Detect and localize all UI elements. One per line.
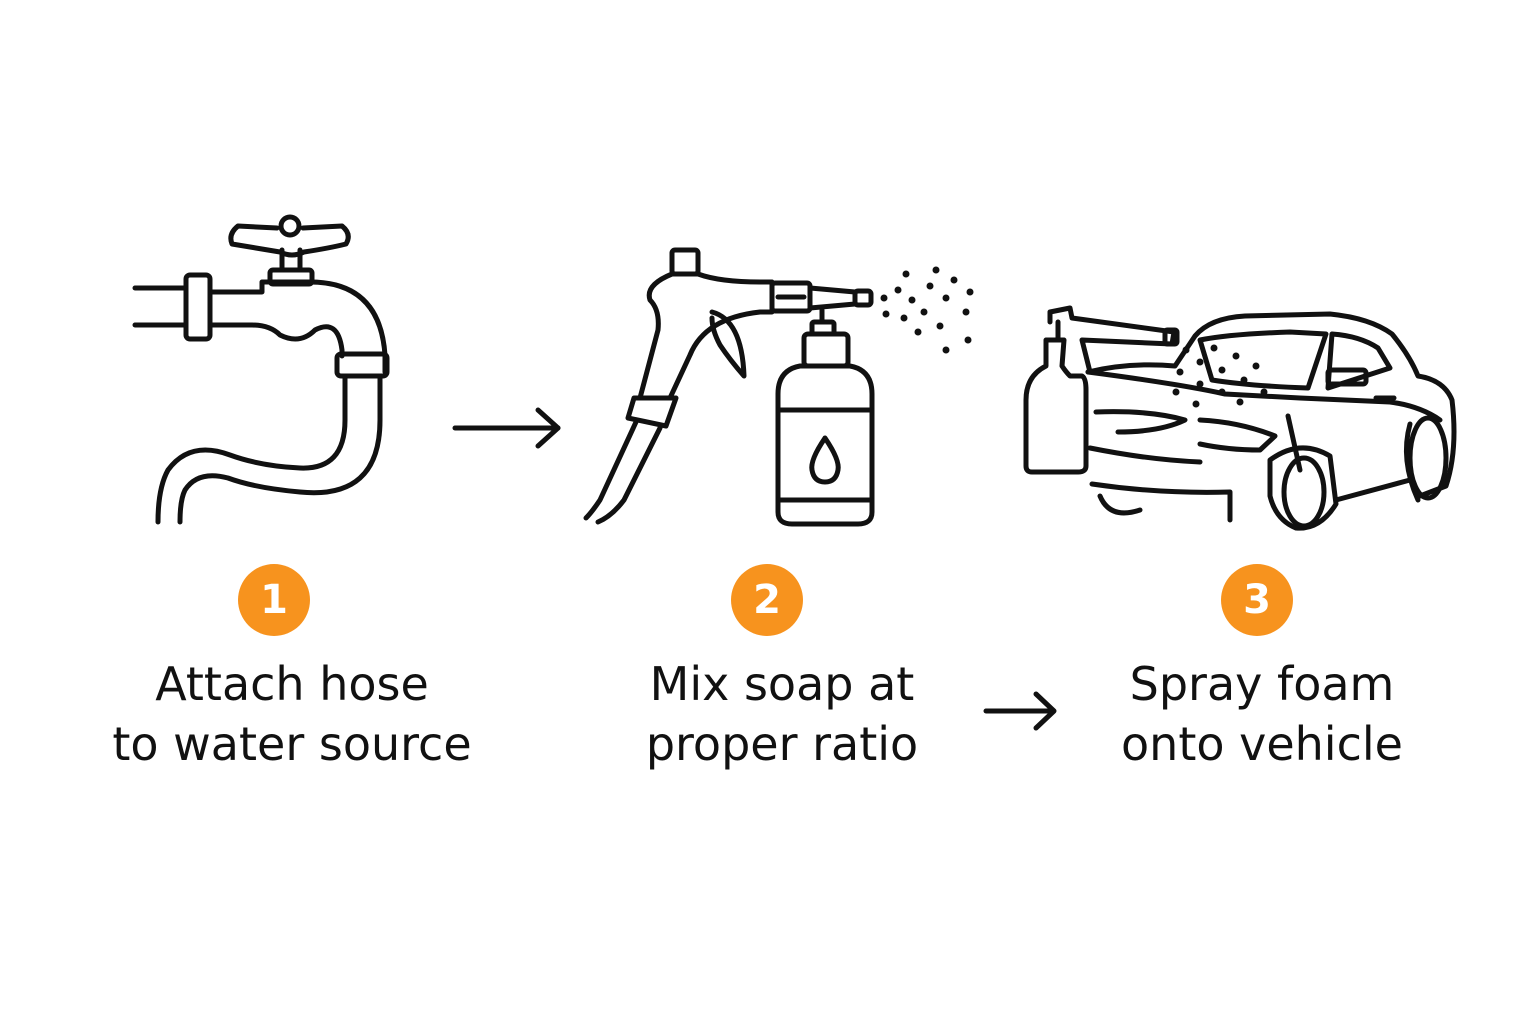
step-label: Attach hose to water source: [62, 654, 522, 774]
car-being-sprayed-icon: [1023, 305, 1457, 531]
step-number-badge: 1: [238, 564, 310, 636]
step-number-badge: 2: [731, 564, 803, 636]
spray-mist-icon: [880, 266, 974, 354]
step-label-line: onto vehicle: [1121, 717, 1403, 771]
step-label: Spray foam onto vehicle: [1032, 654, 1492, 774]
step-label-line: Attach hose: [155, 657, 429, 711]
faucet-with-hose-icon: [132, 214, 390, 525]
step-label-line: to water source: [112, 717, 472, 771]
arrow-right-icon: [983, 691, 1057, 731]
step-number-badge: 3: [1221, 564, 1293, 636]
step-label-line: Spray foam: [1129, 657, 1395, 711]
step-label: Mix soap at proper ratio: [552, 654, 1012, 774]
foam-gun-bottle-icon: [583, 247, 875, 527]
spray-mist-icon: [1172, 344, 1268, 408]
step-label-line: Mix soap at: [649, 657, 915, 711]
step-label-line: proper ratio: [645, 717, 919, 771]
arrow-right-icon: [452, 407, 561, 449]
